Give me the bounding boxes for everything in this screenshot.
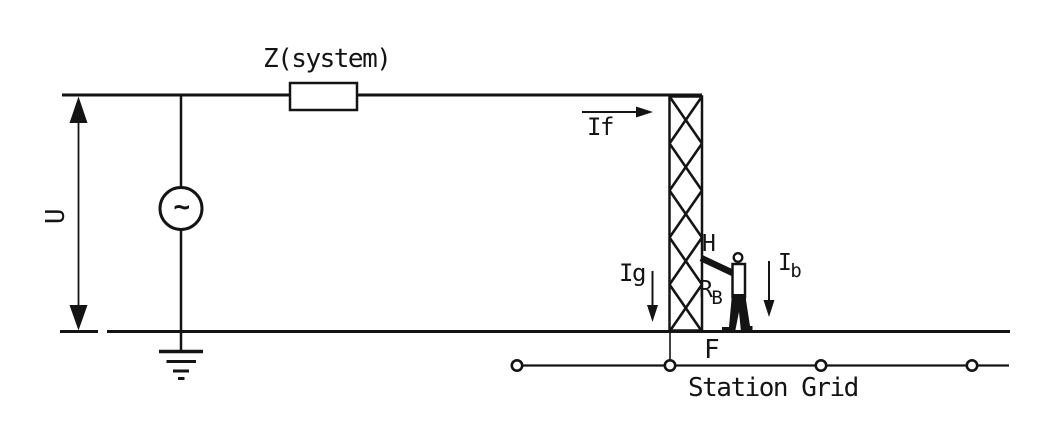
body-current-label: Ib [778,250,802,281]
impedance-label: Z(system) [263,44,392,74]
ac-source-icon [158,186,204,231]
grid-node [965,358,979,372]
grid-current-arrow [647,271,658,322]
grid-current-label: Ig [619,259,646,287]
body-current-arrow [763,261,775,317]
foot-contact-label: F [704,335,720,365]
fault-current-arrow [582,106,653,118]
hand-contact-label: H [702,231,716,257]
voltage-label: U [41,209,71,225]
person-legs [722,294,753,332]
grid-node [663,358,677,372]
person-figure [699,251,753,332]
fault-current-label: If [587,113,614,141]
body-current-base: I [778,250,792,276]
person-arm [699,255,737,277]
body-resistance-subscript: B [711,287,722,310]
ground-symbol-icon [159,349,203,380]
grid-node [814,358,828,372]
impedance-resistor [288,81,359,112]
ac-symbol: ~ [173,190,190,223]
grid-node [510,358,524,372]
body-resistance-label: RB [699,277,723,308]
person-torso [731,262,747,299]
person-head [732,251,744,263]
body-resistance-base: R [699,277,713,303]
tower-lattice [668,95,704,332]
voltage-arrow [69,96,88,331]
station-grid-label: Station Grid [688,373,859,403]
body-current-subscript: b [790,260,801,283]
